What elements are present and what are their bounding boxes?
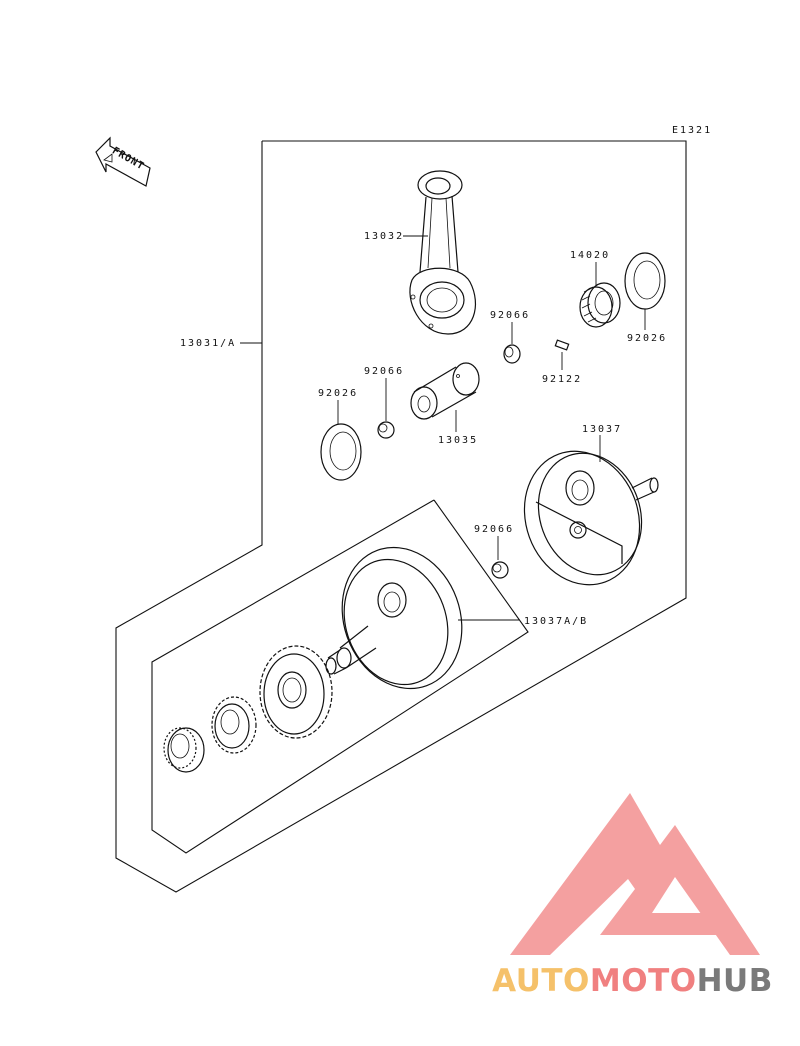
flywheel-right [523, 450, 659, 586]
label-13035: 13035 [438, 435, 478, 446]
crank-pin [410, 362, 480, 420]
diagram-code: E1321 [672, 125, 712, 136]
needle-bearing [579, 282, 621, 328]
brand-auto: AUTO [492, 963, 590, 999]
dowel-bushing-mid [377, 421, 395, 439]
timing-gear [211, 696, 257, 754]
assembly-frame [115, 140, 687, 893]
label-92122: 92122 [542, 374, 582, 385]
primary-gear [259, 645, 333, 739]
label-92026-top: 92026 [627, 333, 667, 344]
crankshaft-group-frame [151, 499, 529, 854]
label-13031a: 13031/A [180, 338, 236, 349]
label-13037: 13037 [582, 424, 622, 435]
pin [554, 339, 570, 351]
label-13037ab: 13037A/B [524, 616, 588, 627]
flywheel-left [325, 546, 463, 690]
front-label: FRONT [110, 145, 146, 172]
label-92066-top: 92066 [490, 310, 530, 321]
connecting-rod [409, 170, 477, 335]
thrust-washer-right [624, 252, 666, 310]
thrust-washer-left [320, 423, 362, 481]
front-arrow-icon: FRONT [95, 136, 151, 187]
label-92026-left: 92026 [318, 388, 358, 399]
brand-hub: HUB [696, 963, 773, 999]
automotohub-logo-icon [510, 793, 760, 955]
label-14020: 14020 [570, 250, 610, 261]
brand-moto: MOTO [589, 963, 697, 999]
label-92066-low: 92066 [474, 524, 514, 535]
label-92066-mid: 92066 [364, 366, 404, 377]
automotohub-watermark: AUTOMOTOHUB [470, 963, 795, 999]
dowel-bushing-top [503, 344, 521, 364]
label-13032: 13032 [364, 231, 404, 242]
dowel-bushing-low [491, 561, 509, 579]
crank-bearing [163, 727, 205, 773]
